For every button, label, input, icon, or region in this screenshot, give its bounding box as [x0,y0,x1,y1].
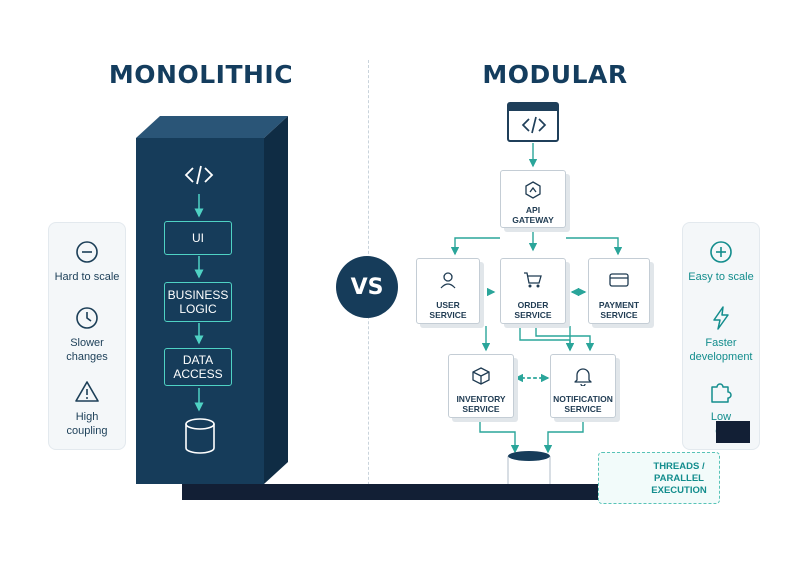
inventory-service-label: INVENTORY SERVICE [456,394,506,414]
monolith-side-face [264,116,288,484]
code-icon [521,116,547,134]
pro-faster-development: Faster development [683,305,759,364]
shared-database-icon [507,451,551,486]
vs-badge: VS [336,256,398,318]
pro-label: Easy to scale [688,271,754,283]
api-gateway-card: API GATEWAY [500,170,566,228]
pro-easy-to-scale: Easy to scale [683,239,759,284]
plus-circle-icon [710,241,732,263]
cart-icon [524,272,542,288]
con-slower-changes: Slower changes [49,305,125,364]
con-high-coupling: High coupling [49,379,125,438]
bell-icon [574,368,592,386]
box-icon [472,367,490,385]
code-icon [184,165,214,185]
window-title-bar [509,104,557,111]
modular-heading: MODULAR [482,60,628,89]
ui-layer: UI [164,221,232,255]
inventory-service-card: INVENTORY SERVICE [448,354,514,418]
monolith-block [136,138,264,484]
notification-service-label: NOTIFICATION SERVICE [553,394,613,414]
threads-label: THREADS / PARALLEL EXECUTION [651,461,707,496]
business-logic-layer: BUSINESS LOGIC [164,282,232,322]
con-label: High coupling [66,411,108,437]
con-hard-to-scale: Hard to scale [49,239,125,284]
payment-service-label: PAYMENT SERVICE [598,300,640,320]
monolithic-cons-panel: Hard to scale Slower changes High coupli… [48,222,126,450]
order-service-label: ORDER SERVICE [514,300,552,320]
lightning-icon [713,306,729,330]
gateway-label: API GATEWAY [512,205,554,225]
gateway-icon [525,181,541,199]
data-access-layer: DATA ACCESS [164,348,232,386]
threads-parallel-box: THREADS / PARALLEL EXECUTION [598,452,720,504]
con-label: Hard to scale [54,271,120,283]
puzzle-icon [711,383,732,403]
monolithic-heading: MONOLITHIC [108,60,294,89]
order-service-card: ORDER SERVICE [500,258,566,324]
modular-pros-panel: Easy to scale Faster development Low co [682,222,760,450]
clock-icon [76,307,98,329]
user-service-label: USER SERVICE [429,300,467,320]
credit-card-icon [609,273,629,287]
notification-service-card: NOTIFICATION SERVICE [550,354,616,418]
database-icon [185,418,215,454]
pro-label: Faster development [689,337,753,363]
payment-service-card: PAYMENT SERVICE [588,258,650,324]
base-platform-bar [182,484,618,500]
redaction-block [716,421,750,443]
user-service-card: USER SERVICE [416,258,480,324]
con-label: Slower changes [66,337,108,363]
client-code-window [507,102,559,142]
user-icon [440,272,456,289]
minus-circle-icon [76,241,98,263]
monolith-top-face [136,116,288,138]
warning-icon [75,381,99,402]
